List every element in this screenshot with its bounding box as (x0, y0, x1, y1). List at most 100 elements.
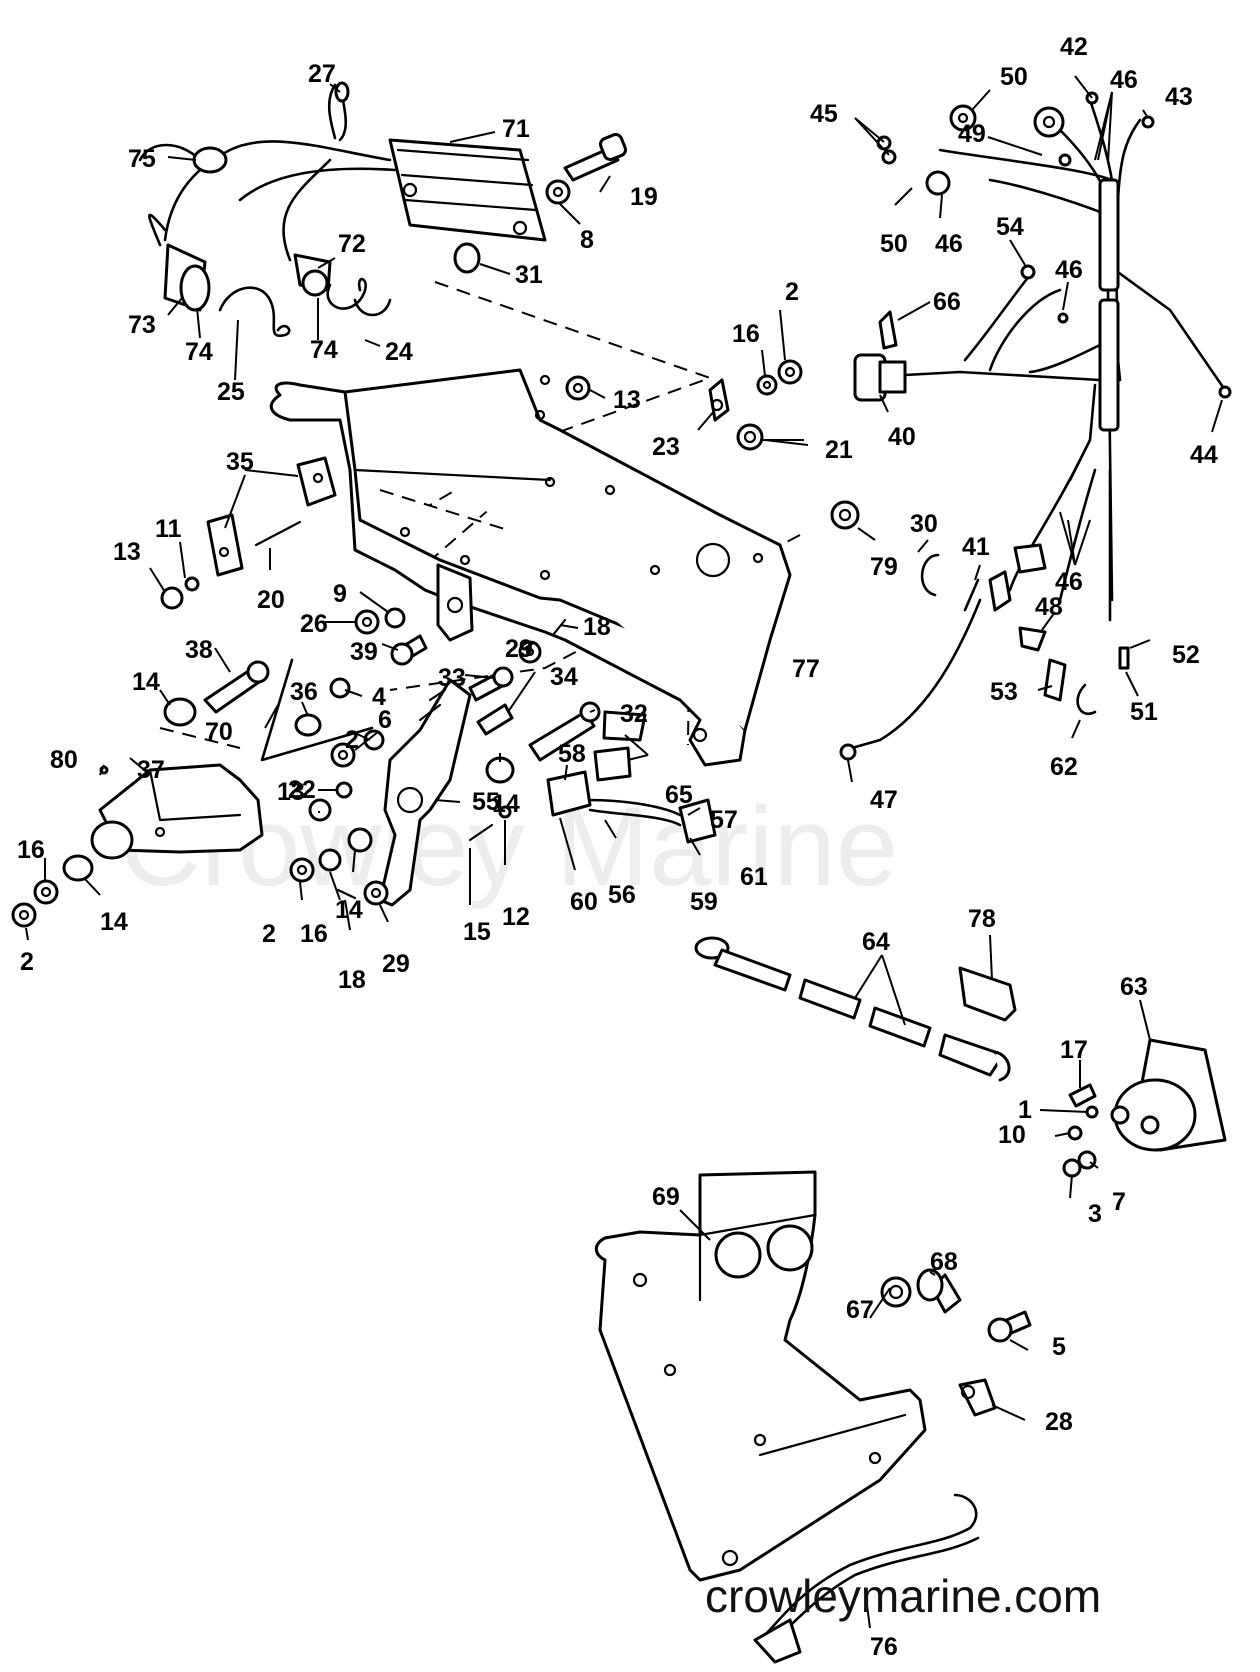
callout-3: 3 (1088, 1200, 1102, 1228)
callout-78: 78 (968, 905, 996, 933)
callout-55: 55 (472, 788, 500, 816)
callout-35: 35 (226, 448, 254, 476)
starter-solenoid (1062, 1038, 1227, 1178)
callout-2: 2 (20, 948, 34, 976)
callout-73: 73 (128, 311, 156, 339)
callout-31: 31 (515, 261, 543, 289)
callout-61: 61 (740, 863, 768, 891)
callout-50: 50 (1000, 63, 1028, 91)
callout-9: 9 (333, 580, 347, 608)
callout-26: 26 (300, 610, 328, 638)
callout-2: 2 (345, 726, 359, 754)
callout-33: 33 (438, 664, 466, 692)
callout-80: 80 (50, 746, 78, 774)
battery-cable (694, 936, 1017, 1082)
callout-13: 13 (113, 538, 141, 566)
callout-14: 14 (335, 896, 363, 924)
callout-6: 6 (378, 706, 392, 734)
callout-22: 22 (288, 776, 316, 804)
callout-36: 36 (290, 678, 318, 706)
stud-and-link (163, 658, 374, 762)
callout-40: 40 (888, 423, 916, 451)
callout-79: 79 (870, 553, 898, 581)
callout-39: 39 (350, 638, 378, 666)
callout-13: 13 (277, 778, 305, 806)
pivot-hardware (468, 618, 601, 784)
callout-labels: 1 2 2 2 2 3 4 5 6 7 8 9 10 11 12 13 13 1… (17, 33, 1218, 1661)
callout-56: 56 (608, 881, 636, 909)
callout-47: 47 (870, 786, 898, 814)
callout-24: 24 (385, 338, 413, 366)
callout-70: 70 (205, 718, 233, 746)
callout-58: 58 (558, 740, 586, 768)
callout-30: 30 (910, 510, 938, 538)
callout-5: 5 (1052, 1333, 1066, 1361)
callout-13: 13 (613, 386, 641, 414)
callout-2: 2 (262, 920, 276, 948)
callout-38: 38 (185, 636, 213, 664)
throttle-cam (289, 678, 472, 907)
callout-44: 44 (1190, 441, 1218, 469)
callout-60: 60 (570, 888, 598, 916)
callout-4: 4 (372, 683, 386, 711)
callout-10: 10 (998, 1121, 1026, 1149)
anchor-block (160, 456, 337, 610)
callout-37: 37 (137, 756, 165, 784)
callout-71: 71 (502, 115, 530, 143)
website-url: crowleymarine.com (705, 1570, 1101, 1622)
callout-54: 54 (996, 213, 1024, 241)
callout-68: 68 (930, 1248, 958, 1276)
callout-23: 23 (652, 433, 680, 461)
callout-16: 16 (732, 320, 760, 348)
callout-46: 46 (1055, 256, 1083, 284)
throttle-carrier (11, 763, 264, 928)
power-pack-assembly (138, 81, 547, 338)
leader-lines (25, 75, 1223, 1629)
callout-74: 74 (185, 338, 213, 366)
callout-18: 18 (583, 613, 611, 641)
callout-59: 59 (690, 888, 718, 916)
lower-bracket (594, 1170, 1032, 1582)
callout-62: 62 (1050, 753, 1078, 781)
callout-42: 42 (1060, 33, 1088, 61)
callout-46: 46 (1110, 66, 1138, 94)
hardware-top (453, 132, 628, 274)
callout-53: 53 (990, 678, 1018, 706)
callout-45: 45 (810, 100, 838, 128)
callout-29: 29 (505, 635, 533, 663)
callout-2: 2 (785, 278, 799, 306)
callout-41: 41 (962, 533, 990, 561)
callout-14: 14 (100, 908, 128, 936)
callout-43: 43 (1165, 83, 1193, 111)
callout-72: 72 (338, 230, 366, 258)
callout-19: 19 (630, 183, 658, 211)
bracket-hardware (565, 359, 860, 530)
callout-63: 63 (1120, 973, 1148, 1001)
callout-76: 76 (870, 1633, 898, 1661)
callout-29: 29 (382, 950, 410, 978)
callout-27: 27 (308, 60, 336, 88)
callout-17: 17 (1060, 1036, 1088, 1064)
callout-11: 11 (155, 515, 182, 543)
callout-34: 34 (550, 663, 578, 691)
callout-65: 65 (665, 781, 693, 809)
callout-64: 64 (862, 928, 890, 956)
callout-16: 16 (17, 836, 45, 864)
callout-75: 75 (128, 145, 156, 173)
callout-20: 20 (257, 586, 285, 614)
callout-46: 46 (935, 230, 963, 258)
callout-67: 67 (846, 1296, 874, 1324)
callout-69: 69 (652, 1183, 680, 1211)
callout-66: 66 (933, 288, 961, 316)
callout-77: 77 (792, 655, 820, 683)
callout-57: 57 (710, 806, 738, 834)
callout-50: 50 (880, 230, 908, 258)
callout-18: 18 (338, 966, 366, 994)
callout-12: 12 (502, 903, 530, 931)
callout-1: 1 (1018, 1096, 1032, 1124)
wiring-harness (839, 91, 1232, 761)
callout-14: 14 (132, 668, 160, 696)
callout-49: 49 (958, 120, 986, 148)
callout-46: 46 (1055, 568, 1083, 596)
